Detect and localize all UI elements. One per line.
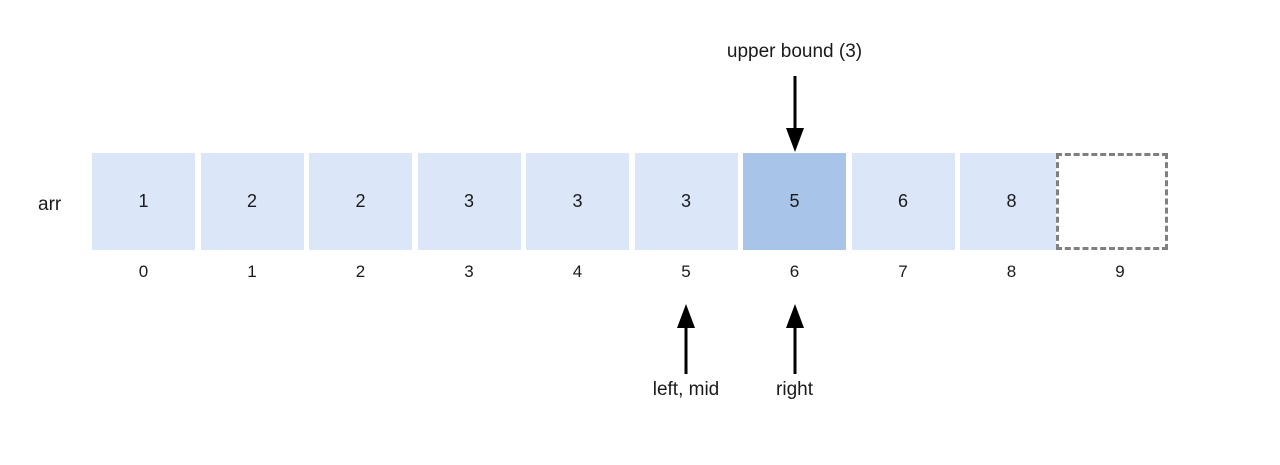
array-index-label: 5: [681, 262, 691, 281]
pointer-label: right: [776, 379, 813, 400]
pointer-arrow-up-icon: [783, 304, 807, 379]
array-cell-empty[interactable]: [1055, 153, 1168, 250]
array-cell[interactable]: 1: [92, 153, 195, 250]
pointer-label: left, mid: [652, 379, 720, 400]
array-index-label: 2: [355, 262, 366, 281]
pointer-arrow-up-icon: [674, 304, 698, 379]
array-index-label: 3: [464, 262, 474, 281]
array-cell[interactable]: 3: [634, 153, 738, 250]
upper-bound-label: upper bound (3): [726, 41, 863, 62]
array-index-label: 7: [898, 262, 908, 281]
array-index-label: 6: [789, 262, 800, 281]
array-index-label: 0: [138, 262, 149, 281]
array-index-label: 8: [1006, 262, 1017, 281]
array-index-label: 9: [1115, 262, 1125, 281]
array-cell[interactable]: 3: [417, 153, 521, 250]
array-index-label: 4: [572, 262, 583, 281]
upper-bound-arrow-down-icon: [783, 76, 807, 157]
array-name-label: arr: [38, 194, 62, 215]
array-cell[interactable]: 2: [309, 153, 412, 250]
array-cell[interactable]: 2: [200, 153, 304, 250]
array-cell[interactable]: 6: [851, 153, 955, 250]
array-cell[interactable]: 3: [526, 153, 629, 250]
array-cell[interactable]: 5: [743, 153, 846, 250]
array-cell[interactable]: 8: [960, 153, 1063, 250]
array-index-label: 1: [247, 262, 257, 281]
